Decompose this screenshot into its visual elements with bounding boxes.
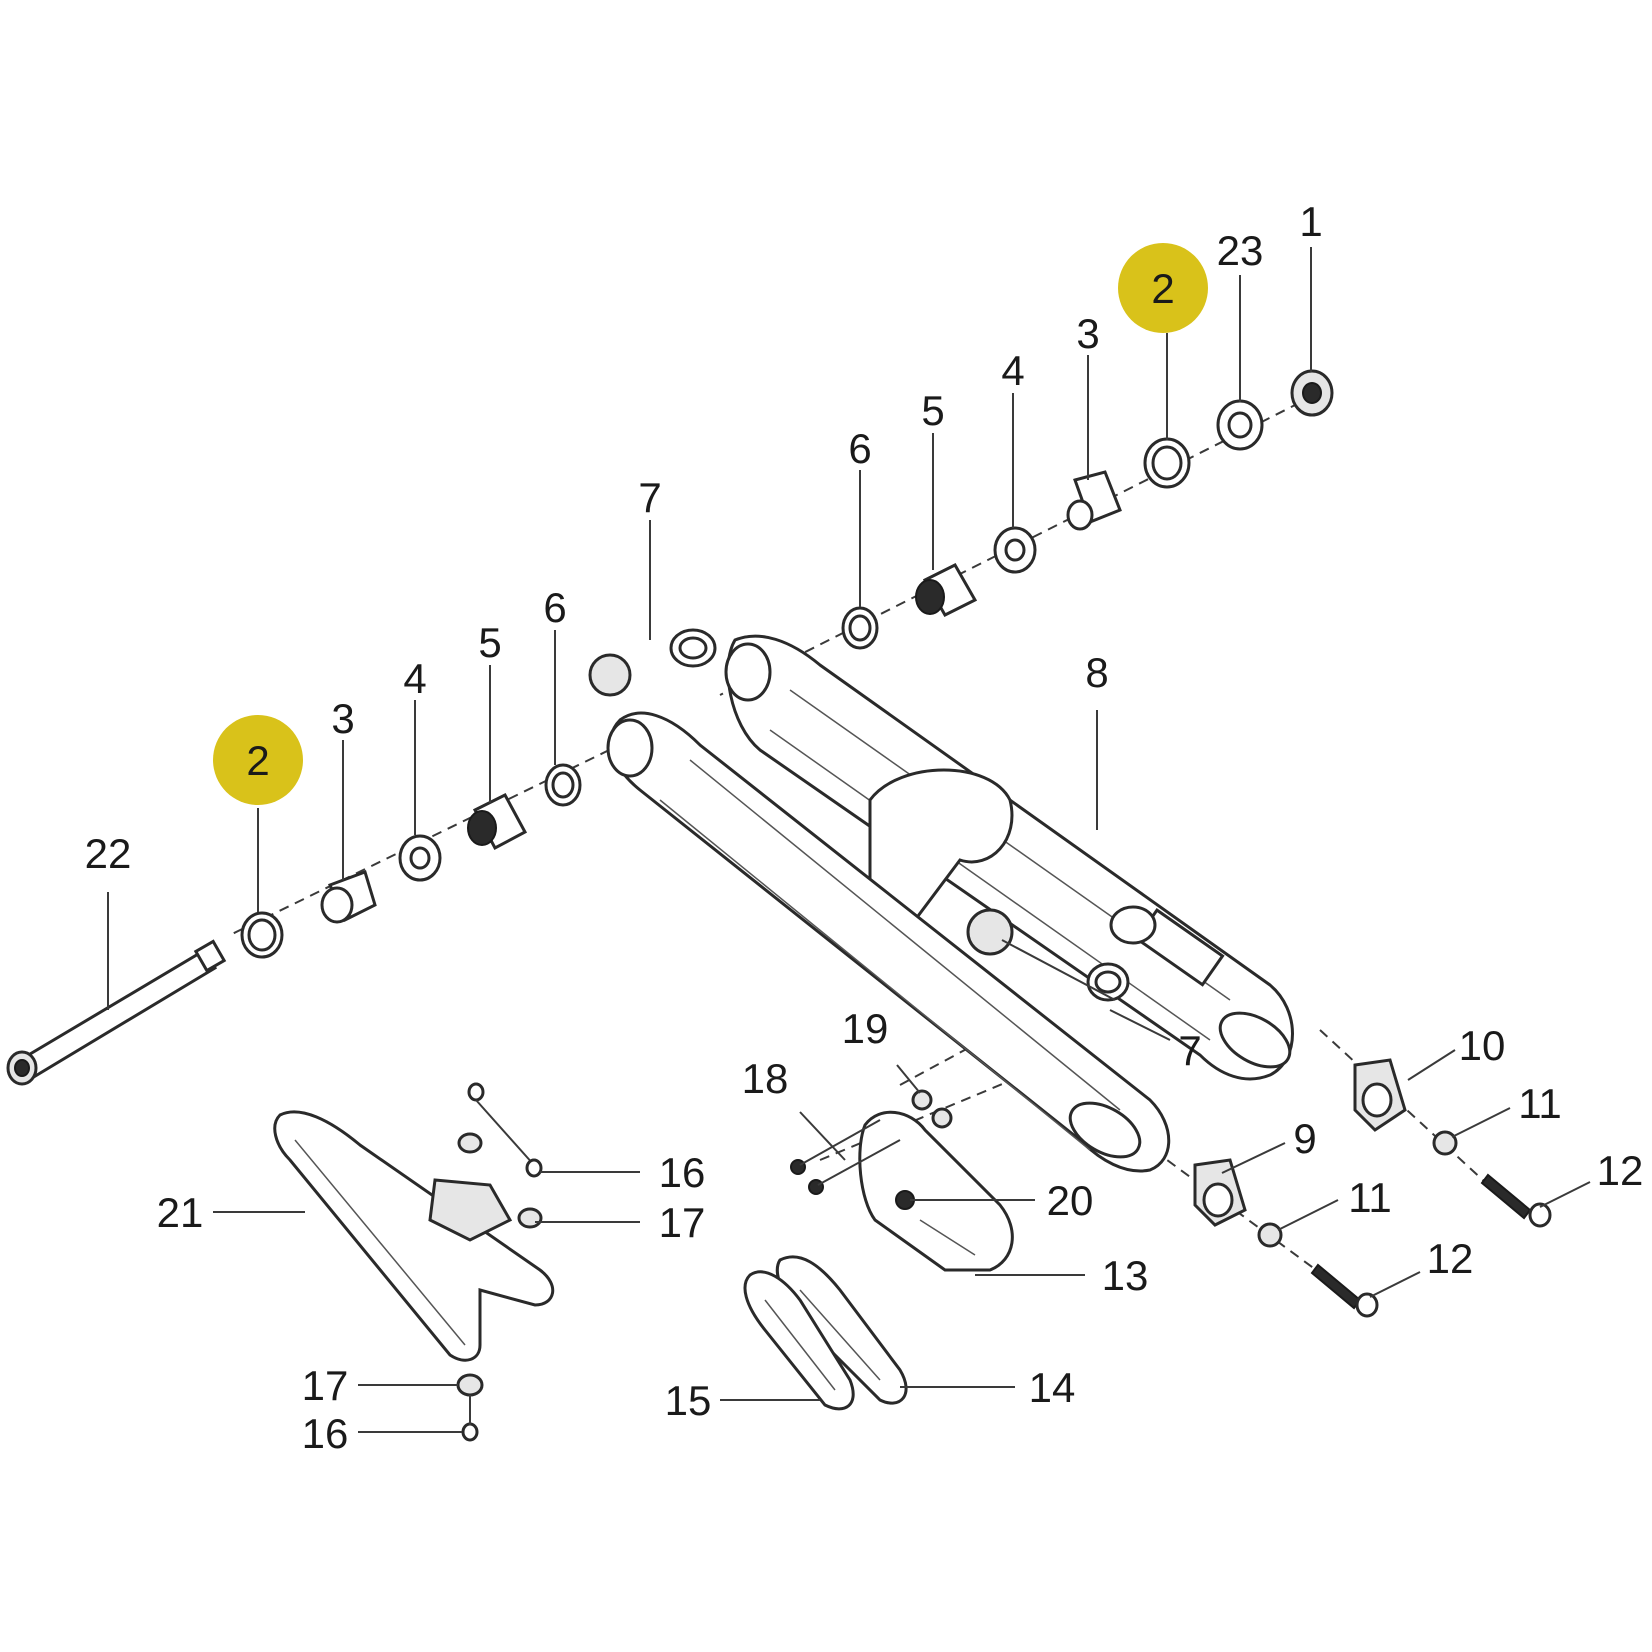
seal-2-lower bbox=[240, 911, 284, 959]
callout-3-upper: 3 bbox=[1076, 310, 1099, 357]
bushing-3-upper bbox=[1066, 470, 1122, 531]
callout-10: 10 bbox=[1459, 1022, 1506, 1069]
callout-7-upper: 7 bbox=[638, 474, 661, 521]
callout-7-lower: 7 bbox=[1178, 1027, 1201, 1074]
bearing-5-lower bbox=[467, 793, 528, 851]
chain-guide-bracket-13 bbox=[858, 1110, 1014, 1272]
guide-bolt-18 bbox=[790, 1119, 901, 1195]
bolt-12-right bbox=[1480, 1173, 1552, 1228]
callout-12-right: 12 bbox=[1597, 1147, 1644, 1194]
right-axle-axis bbox=[1319, 1029, 1511, 1206]
nut-11-right bbox=[1432, 1130, 1458, 1156]
chain-adjuster-9 bbox=[1193, 1158, 1247, 1227]
screw-16-top bbox=[467, 1082, 543, 1178]
callout-12-left: 12 bbox=[1427, 1235, 1474, 1282]
callout-13: 13 bbox=[1102, 1252, 1149, 1299]
highlight-circle-upper bbox=[1118, 243, 1208, 333]
bolt-12-left bbox=[1310, 1263, 1379, 1318]
callout-4-lower: 4 bbox=[403, 655, 426, 702]
callout-5-lower: 5 bbox=[478, 619, 501, 666]
nut-11-left bbox=[1257, 1222, 1283, 1248]
callout-18: 18 bbox=[742, 1055, 789, 1102]
callout-6-lower: 6 bbox=[543, 584, 566, 631]
callout-16-bottom: 16 bbox=[302, 1410, 349, 1457]
callout-14: 14 bbox=[1029, 1364, 1076, 1411]
bearing-5-upper bbox=[915, 563, 978, 617]
callout-2-upper: 2 bbox=[1151, 265, 1174, 312]
callout-2-lower: 2 bbox=[246, 737, 269, 784]
callout-1: 1 bbox=[1299, 198, 1322, 245]
callout-21: 21 bbox=[157, 1189, 204, 1236]
washer-23 bbox=[1216, 399, 1264, 451]
ring-6-upper bbox=[841, 606, 879, 650]
callout-5-upper: 5 bbox=[921, 387, 944, 434]
ring-6-lower bbox=[544, 763, 582, 807]
upper-pivot-axis bbox=[719, 394, 1316, 696]
pivot-shaft-22 bbox=[6, 939, 227, 1086]
callout-labels: 1 2 23 3 4 5 6 7 6 5 4 3 2 22 8 7 10 11 … bbox=[85, 198, 1644, 1457]
callout-11-left: 11 bbox=[1348, 1174, 1392, 1221]
callout-6-upper: 6 bbox=[848, 425, 871, 472]
left-axle-axis bbox=[1139, 1139, 1351, 1296]
callout-17-bottom: 17 bbox=[302, 1362, 349, 1409]
callout-11-right: 11 bbox=[1518, 1080, 1562, 1127]
chain-guide-15 bbox=[743, 1270, 855, 1411]
cap-7-lower bbox=[966, 908, 1130, 1002]
nut-19 bbox=[911, 1089, 953, 1129]
swingarm bbox=[606, 634, 1294, 1173]
guide-bolt-axis bbox=[899, 1019, 1021, 1086]
seal-2-upper bbox=[1143, 437, 1191, 489]
chain-slider-21 bbox=[273, 1110, 555, 1362]
callout-16-top: 16 bbox=[659, 1149, 706, 1196]
screw-16-bottom bbox=[461, 1395, 479, 1442]
callout-9: 9 bbox=[1293, 1115, 1316, 1162]
callout-17-top: 17 bbox=[659, 1199, 706, 1246]
leader-lines bbox=[107, 247, 1591, 1433]
cap-7-upper bbox=[588, 628, 717, 697]
washer-4-upper bbox=[993, 526, 1037, 574]
callout-19: 19 bbox=[842, 1005, 889, 1052]
callout-22: 22 bbox=[85, 830, 132, 877]
highlight-circle-lower bbox=[213, 715, 303, 805]
callout-4-upper: 4 bbox=[1001, 347, 1024, 394]
callout-20: 20 bbox=[1047, 1177, 1094, 1224]
callout-8: 8 bbox=[1085, 649, 1108, 696]
washer-17-bottom bbox=[456, 1373, 484, 1397]
callout-3-lower: 3 bbox=[331, 695, 354, 742]
bushing-3-lower bbox=[320, 870, 377, 924]
callout-23: 23 bbox=[1217, 227, 1264, 274]
nut-1 bbox=[1290, 369, 1334, 417]
callout-15: 15 bbox=[665, 1377, 712, 1424]
chain-adjuster-10 bbox=[1353, 1058, 1407, 1132]
washer-4-lower bbox=[398, 834, 442, 882]
